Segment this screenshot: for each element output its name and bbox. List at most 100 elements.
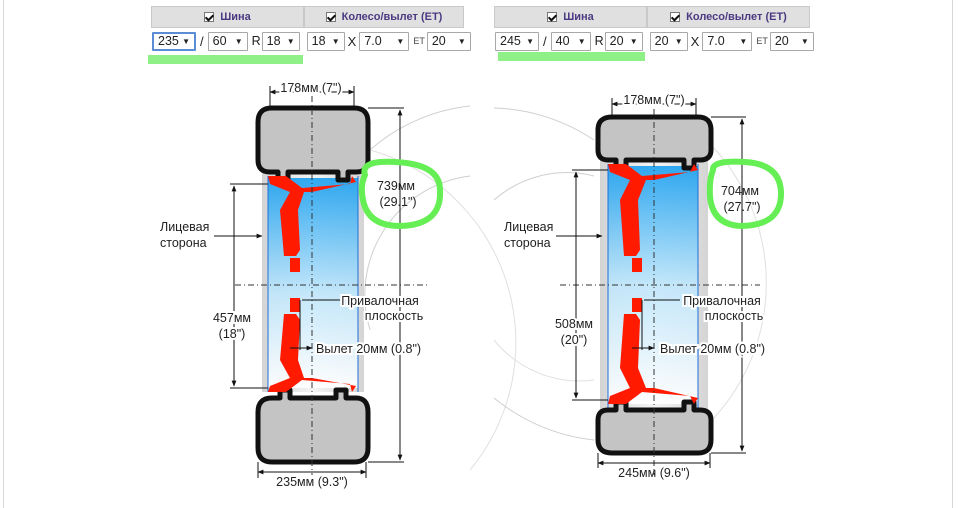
dropdown-arrow-icon: ▼	[182, 36, 190, 46]
tire-arc	[308, 105, 471, 421]
page-right-edge	[952, 0, 953, 508]
r-separator: R	[594, 34, 604, 48]
left-wheel-diagram	[214, 86, 517, 478]
wheel-disc-bottom	[268, 314, 356, 392]
et-label: ET	[756, 36, 768, 46]
tire-header[interactable]: Шина	[151, 6, 304, 28]
dropdown-arrow-icon: ▼	[739, 36, 748, 46]
tire-rim-value: 18	[266, 34, 281, 48]
tire-rim-select[interactable]: 20 ▼	[604, 31, 643, 51]
tire-profile-value: 60	[212, 34, 227, 48]
mounting-plane-label-1: Привалочная	[341, 294, 419, 308]
et-value: 20	[774, 34, 789, 48]
tire-profile-select[interactable]: 60 ▼	[207, 31, 248, 51]
tire-checkbox-icon[interactable]	[204, 12, 215, 22]
right-wheel-diagram	[493, 96, 785, 475]
x-separator: X	[347, 33, 357, 49]
rim-diameter-in: (18")	[219, 327, 246, 341]
dropdown-arrow-icon: ▼	[526, 36, 534, 46]
offset-label: Вылет 20мм (0.8")	[316, 342, 421, 356]
wheel-hub-bottom	[632, 298, 642, 312]
wheel-header[interactable]: Колесо/вылет (ET)	[647, 6, 810, 28]
rim-diameter-mm: 457мм	[213, 311, 251, 325]
right-tire-highlight	[498, 52, 645, 61]
wheel-disc-bottom	[608, 314, 698, 404]
wheel-diameter-value: 18	[311, 34, 326, 48]
slash-separator: /	[543, 33, 547, 49]
et-select[interactable]: 20 ▼	[426, 31, 471, 51]
rim-diameter-mm: 508мм	[555, 317, 593, 331]
slash-separator: /	[200, 33, 204, 49]
tire-checkbox-icon[interactable]	[547, 12, 558, 22]
page-left-edge	[3, 0, 4, 508]
wheel-hub-top	[290, 258, 300, 272]
wheel-checkbox-icon[interactable]	[325, 12, 336, 22]
rim-diameter-in: (20")	[561, 333, 588, 347]
rim-blue-area	[268, 178, 358, 388]
mounting-plane-label-1: Привалочная	[683, 294, 761, 308]
tire-width-select[interactable]: 245 ▼	[495, 31, 539, 51]
offset-label: Вылет 20мм (0.8")	[660, 342, 765, 356]
tire-width-value: 245	[500, 34, 521, 48]
outer-diameter-in: (27.7")	[723, 200, 760, 214]
outer-diameter-in: (29.1")	[379, 195, 416, 209]
wheel-width-value: 7.0	[364, 34, 382, 48]
bottom-width-label: 235мм (9.3")	[276, 475, 348, 489]
tire-top	[255, 105, 371, 183]
top-width-label: 178мм (7")	[623, 93, 684, 107]
tire-bottom	[255, 387, 371, 465]
wheel-checkbox-icon[interactable]	[670, 12, 681, 22]
face-side-label-1: Лицевая	[504, 220, 553, 234]
tire-arc	[493, 107, 595, 141]
mounting-plane-label-2: плоскость	[365, 309, 423, 323]
tire-arc	[493, 339, 595, 382]
wheel-diameter-select[interactable]: 18 ▼	[306, 31, 345, 51]
et-value: 20	[431, 34, 446, 48]
tire-arc	[711, 145, 767, 421]
r-separator: R	[251, 34, 261, 48]
right-size-row: 245▼ / 40▼ R 20▼ 20▼ X 7.0▼ ET 20▼	[495, 30, 814, 52]
tire-arc	[364, 175, 471, 331]
tire-profile-value: 40	[555, 34, 570, 48]
dropdown-arrow-icon: ▼	[234, 36, 243, 46]
dropdown-arrow-icon: ▼	[577, 36, 586, 46]
tire-profile-select[interactable]: 40 ▼	[550, 31, 591, 51]
dropdown-arrow-icon: ▼	[457, 36, 466, 46]
wheel-width-select[interactable]: 7.0 ▼	[359, 31, 410, 51]
wheel-hub-bottom	[290, 298, 300, 312]
wheel-width-select[interactable]: 7.0 ▼	[702, 31, 753, 51]
left-size-row: 235▼ / 60 ▼ R 18 ▼ 18 ▼ X 7.0 ▼ ET 20 ▼	[152, 30, 471, 52]
tire-rim-value: 20	[609, 34, 624, 48]
dropdown-arrow-icon: ▼	[396, 36, 405, 46]
dropdown-arrow-icon: ▼	[286, 36, 295, 46]
outer-diameter-highlight	[358, 158, 444, 229]
outer-diameter-mm: 704мм	[721, 184, 759, 198]
wheel-disc-top	[608, 164, 698, 256]
tire-arc	[493, 397, 595, 441]
dropdown-arrow-icon: ▼	[629, 36, 638, 46]
wheel-width-value: 7.0	[707, 34, 725, 48]
outer-diameter-highlight	[706, 158, 785, 229]
right-size-panel: Шина Колесо/вылет (ET) 245▼ / 40▼ R 20▼ …	[494, 6, 814, 66]
dropdown-arrow-icon: ▼	[674, 36, 683, 46]
tire-rim-select[interactable]: 18 ▼	[261, 31, 300, 51]
left-tire-highlight	[148, 55, 303, 64]
rim-barrel	[262, 172, 364, 392]
top-width-label: 178мм (7")	[280, 81, 341, 95]
wheel-diameter-value: 20	[654, 34, 669, 48]
face-side-label-2: сторона	[504, 236, 551, 250]
tire-header[interactable]: Шина	[494, 6, 647, 28]
mounting-plane-label-2: плоскость	[705, 309, 763, 323]
wheel-diameter-select[interactable]: 20 ▼	[649, 31, 688, 51]
dropdown-arrow-icon: ▼	[331, 36, 340, 46]
tire-arc	[493, 172, 595, 201]
et-label: ET	[413, 36, 425, 46]
tire-width-select[interactable]: 235▼	[152, 31, 196, 51]
tire-header-label: Шина	[563, 11, 594, 23]
et-select[interactable]: 20▼	[769, 31, 814, 51]
wheel-header-label: Колесо/вылет (ET)	[341, 11, 443, 23]
wheel-header[interactable]: Колесо/вылет (ET)	[304, 6, 464, 28]
bottom-width-label: 245мм (9.6")	[618, 466, 690, 480]
tire-header-label: Шина	[220, 11, 251, 23]
